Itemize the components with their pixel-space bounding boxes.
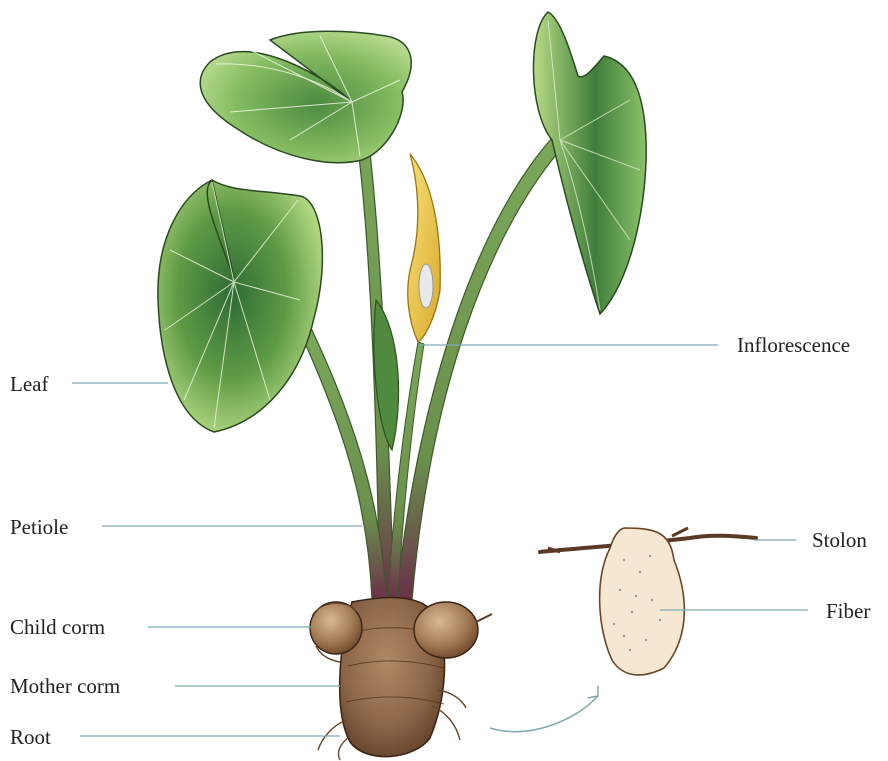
label-inflorescence: Inflorescence: [737, 335, 850, 356]
corm-cross-section: [540, 528, 756, 675]
leaf-left: [158, 180, 323, 432]
label-leaf: Leaf: [10, 374, 48, 395]
leaf-right: [533, 12, 646, 314]
label-child-corm: Child corm: [10, 617, 105, 638]
curved-arrow: [490, 686, 598, 732]
label-petiole: Petiole: [10, 517, 68, 538]
label-root: Root: [10, 727, 51, 748]
inflorescence: [408, 154, 441, 342]
label-stolon: Stolon: [812, 530, 867, 551]
label-mother-corm: Mother corm: [10, 676, 120, 697]
leaf-top: [200, 31, 411, 162]
label-fiber: Fiber: [826, 601, 870, 622]
